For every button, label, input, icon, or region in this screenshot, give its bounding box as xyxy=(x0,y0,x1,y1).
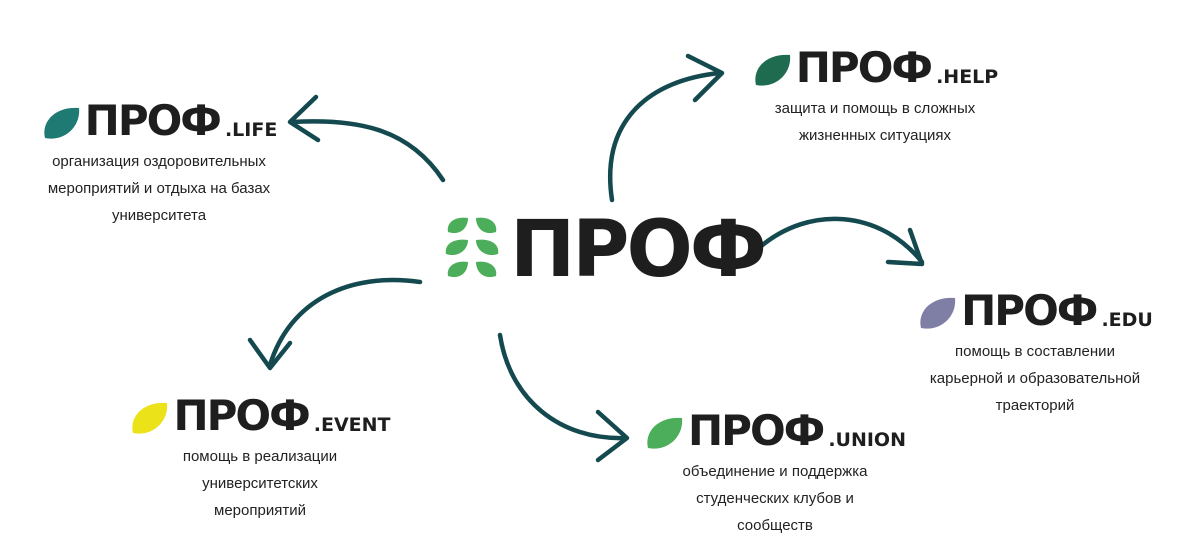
arrowhead-event xyxy=(247,337,293,371)
desc-line: организация оздоровительных xyxy=(52,153,266,170)
arrowhead-help xyxy=(685,53,725,103)
desc-help: защита и помощь в сложных жизненных ситу… xyxy=(745,95,1005,149)
desc-union: объединение и поддержка студенческих клу… xyxy=(640,458,910,539)
leaf-icon xyxy=(43,107,79,139)
arrow-to-union xyxy=(497,332,628,441)
main-brand: ПРОФ xyxy=(510,205,767,295)
desc-line: карьерной и образовательной xyxy=(929,370,1141,387)
leaf-icon xyxy=(132,402,168,434)
node-help: ПРОФ .HELP защита и помощь в сложных жиз… xyxy=(745,47,1005,149)
leaf-icon xyxy=(755,54,790,86)
node-life: ПРОФ .LIFE организация оздоровительных м… xyxy=(24,100,294,229)
desc-line: мероприятий xyxy=(214,502,306,519)
desc-line: траекторий xyxy=(995,397,1075,414)
desc-line: объединение и поддержка xyxy=(682,463,868,480)
logo-life: ПРОФ .LIFE xyxy=(24,100,294,142)
arrowhead-life xyxy=(287,94,321,143)
desc-line: жизненных ситуациях xyxy=(798,127,952,144)
desc-line: защита и помощь в сложных xyxy=(774,100,976,117)
desc-line: помощь в реализации xyxy=(182,448,338,465)
main-logo: ПРОФ xyxy=(442,205,767,295)
brand-help: ПРОФ xyxy=(795,43,933,92)
brand-edu: ПРОФ xyxy=(961,286,1098,335)
node-union: ПРОФ .UNION объединение и поддержка студ… xyxy=(640,410,910,539)
suffix-help: .HELP xyxy=(936,66,999,88)
logo-event: ПРОФ .EVENT xyxy=(120,395,400,437)
desc-edu: помощь в составлении карьерной и образов… xyxy=(900,338,1170,419)
brand-life: ПРОФ xyxy=(84,96,222,145)
suffix-event: .EVENT xyxy=(313,414,391,436)
arrowhead-edu xyxy=(885,227,925,267)
desc-line: студенческих клубов и xyxy=(696,490,854,507)
arrow-to-life xyxy=(289,119,446,183)
arrowhead-union xyxy=(595,409,630,463)
desc-life: организация оздоровительных мероприятий … xyxy=(24,148,294,229)
logo-edu: ПРОФ .EDU xyxy=(900,290,1170,332)
node-edu: ПРОФ .EDU помощь в составлении карьерной… xyxy=(900,290,1170,419)
logo-help: ПРОФ .HELP xyxy=(745,47,1005,89)
suffix-union: .UNION xyxy=(828,429,906,451)
desc-line: университета xyxy=(111,207,207,224)
sprout-icon xyxy=(445,217,499,278)
suffix-edu: .EDU xyxy=(1101,309,1153,331)
leaf-icon xyxy=(920,297,956,329)
logo-union: ПРОФ .UNION xyxy=(640,410,910,452)
brand-event: ПРОФ xyxy=(173,391,310,440)
desc-line: сообществ xyxy=(737,517,813,534)
desc-event: помощь в реализации университетских меро… xyxy=(120,443,400,524)
brand-union: ПРОФ xyxy=(688,406,825,455)
arrow-to-event xyxy=(267,277,423,368)
desc-line: мероприятий и отдыха на базах xyxy=(47,180,271,197)
desc-line: помощь в составлении xyxy=(955,343,1115,360)
desc-line: университетских xyxy=(202,475,318,492)
arrow-to-help xyxy=(608,70,723,203)
leaf-icon xyxy=(647,417,683,449)
arrow-to-edu xyxy=(757,216,925,265)
node-event: ПРОФ .EVENT помощь в реализации универси… xyxy=(120,395,400,524)
suffix-life: .LIFE xyxy=(224,119,278,141)
